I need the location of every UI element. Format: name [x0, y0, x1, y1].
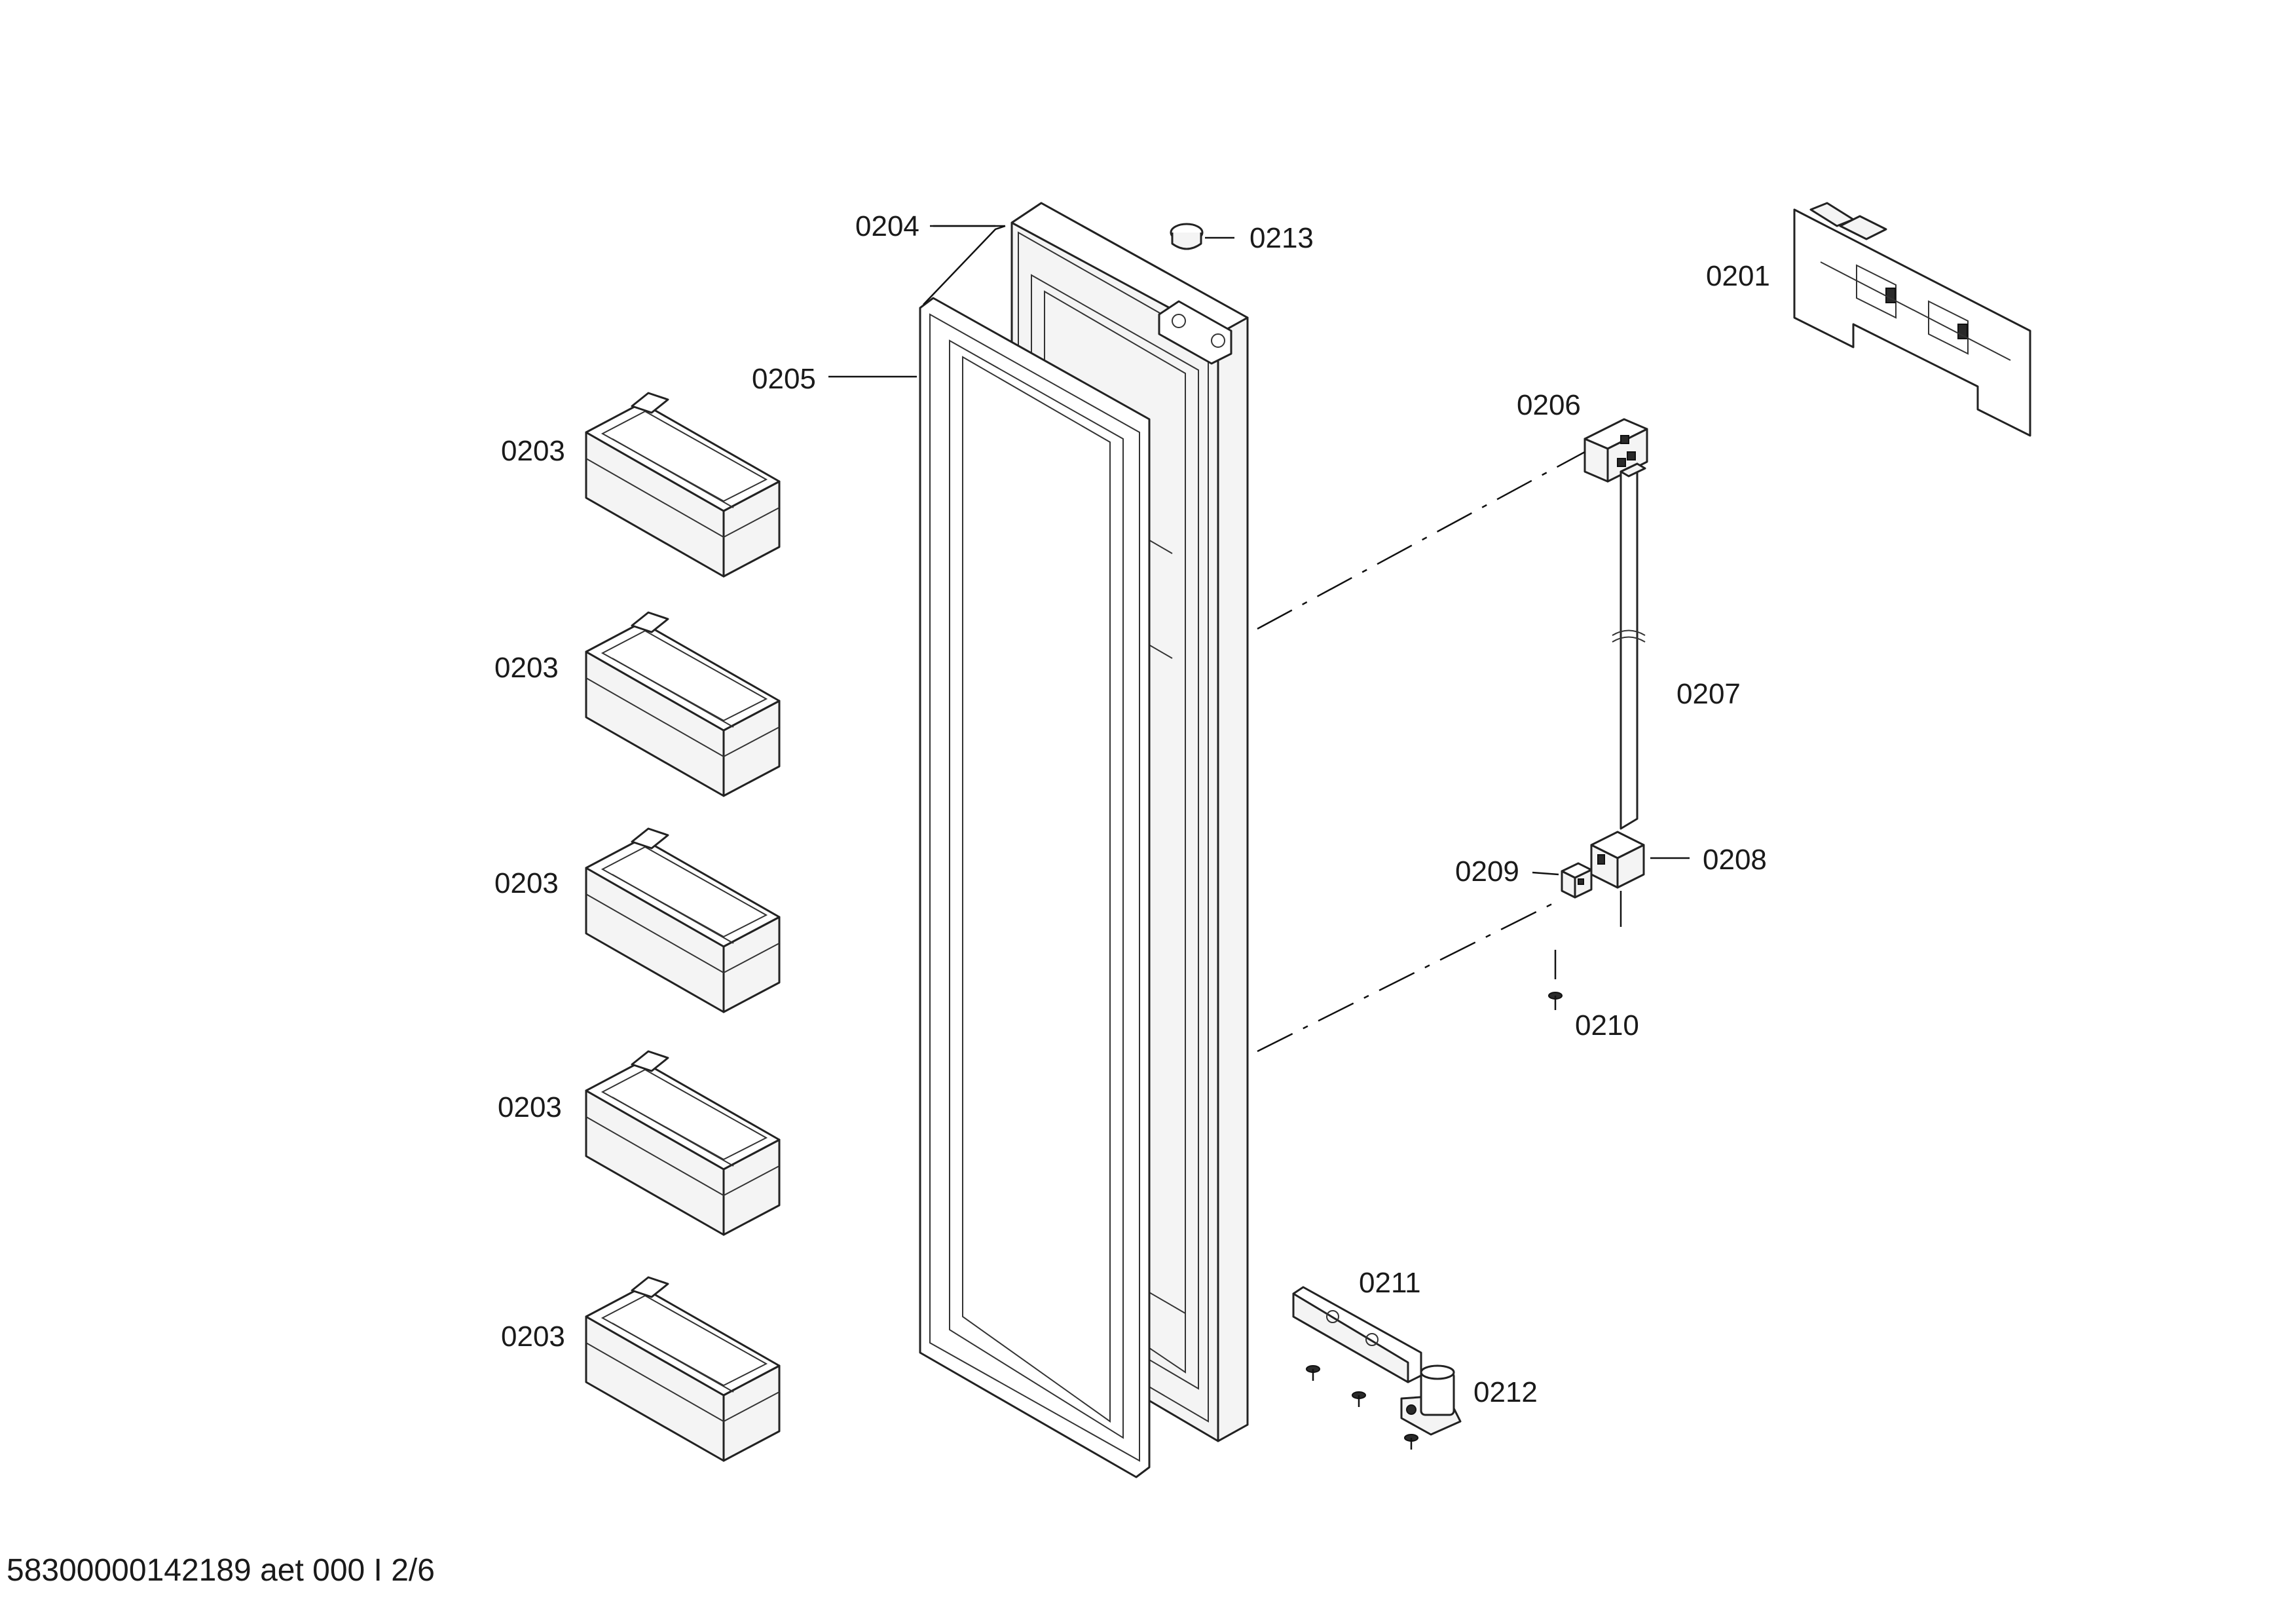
callout-0211: 0211 — [1359, 1267, 1421, 1299]
door-shelf — [585, 1276, 781, 1462]
callout-0208: 0208 — [1703, 844, 1767, 876]
clip-0209 — [1561, 862, 1593, 899]
callout-0203-5: 0203 — [501, 1321, 565, 1353]
hinge-screws — [1306, 1365, 1418, 1450]
control-board-0201 — [1793, 202, 2031, 437]
callout-0210: 0210 — [1575, 1009, 1639, 1042]
bracket-0208 — [1590, 831, 1645, 889]
callout-0205: 0205 — [752, 363, 816, 395]
callout-0212: 0212 — [1473, 1376, 1538, 1408]
hinge-pin-0212 — [1400, 1364, 1462, 1436]
door-gasket — [919, 297, 1151, 1478]
callout-0207: 0207 — [1676, 678, 1741, 710]
callout-0203-4: 0203 — [498, 1091, 562, 1123]
assembly-lines — [1257, 451, 1622, 1053]
door-shelf — [585, 392, 781, 578]
door-shelves — [585, 392, 781, 1462]
leader-lines — [828, 225, 1690, 876]
screw-0210 — [1548, 992, 1563, 1010]
document-id: 58300000142189 aet 000 I 2/6 — [7, 1553, 435, 1588]
door-shelf — [585, 1050, 781, 1236]
callout-0204: 0204 — [855, 210, 919, 242]
callout-labels: 0204 0213 0201 0205 0206 0203 0203 0207 … — [494, 210, 1770, 1408]
callout-0209: 0209 — [1455, 855, 1519, 888]
rod-0207 — [1612, 462, 1646, 830]
callout-0206: 0206 — [1517, 389, 1581, 421]
callout-0213: 0213 — [1250, 222, 1314, 254]
plug-0213 — [1170, 223, 1204, 250]
callout-0203-1: 0203 — [501, 435, 565, 467]
door-shelf — [585, 611, 781, 797]
callout-0203-3: 0203 — [494, 867, 559, 899]
bracket-0206 — [1583, 418, 1648, 483]
callout-0203-2: 0203 — [494, 652, 559, 684]
door-shelf — [585, 827, 781, 1013]
callout-0201: 0201 — [1706, 260, 1770, 292]
